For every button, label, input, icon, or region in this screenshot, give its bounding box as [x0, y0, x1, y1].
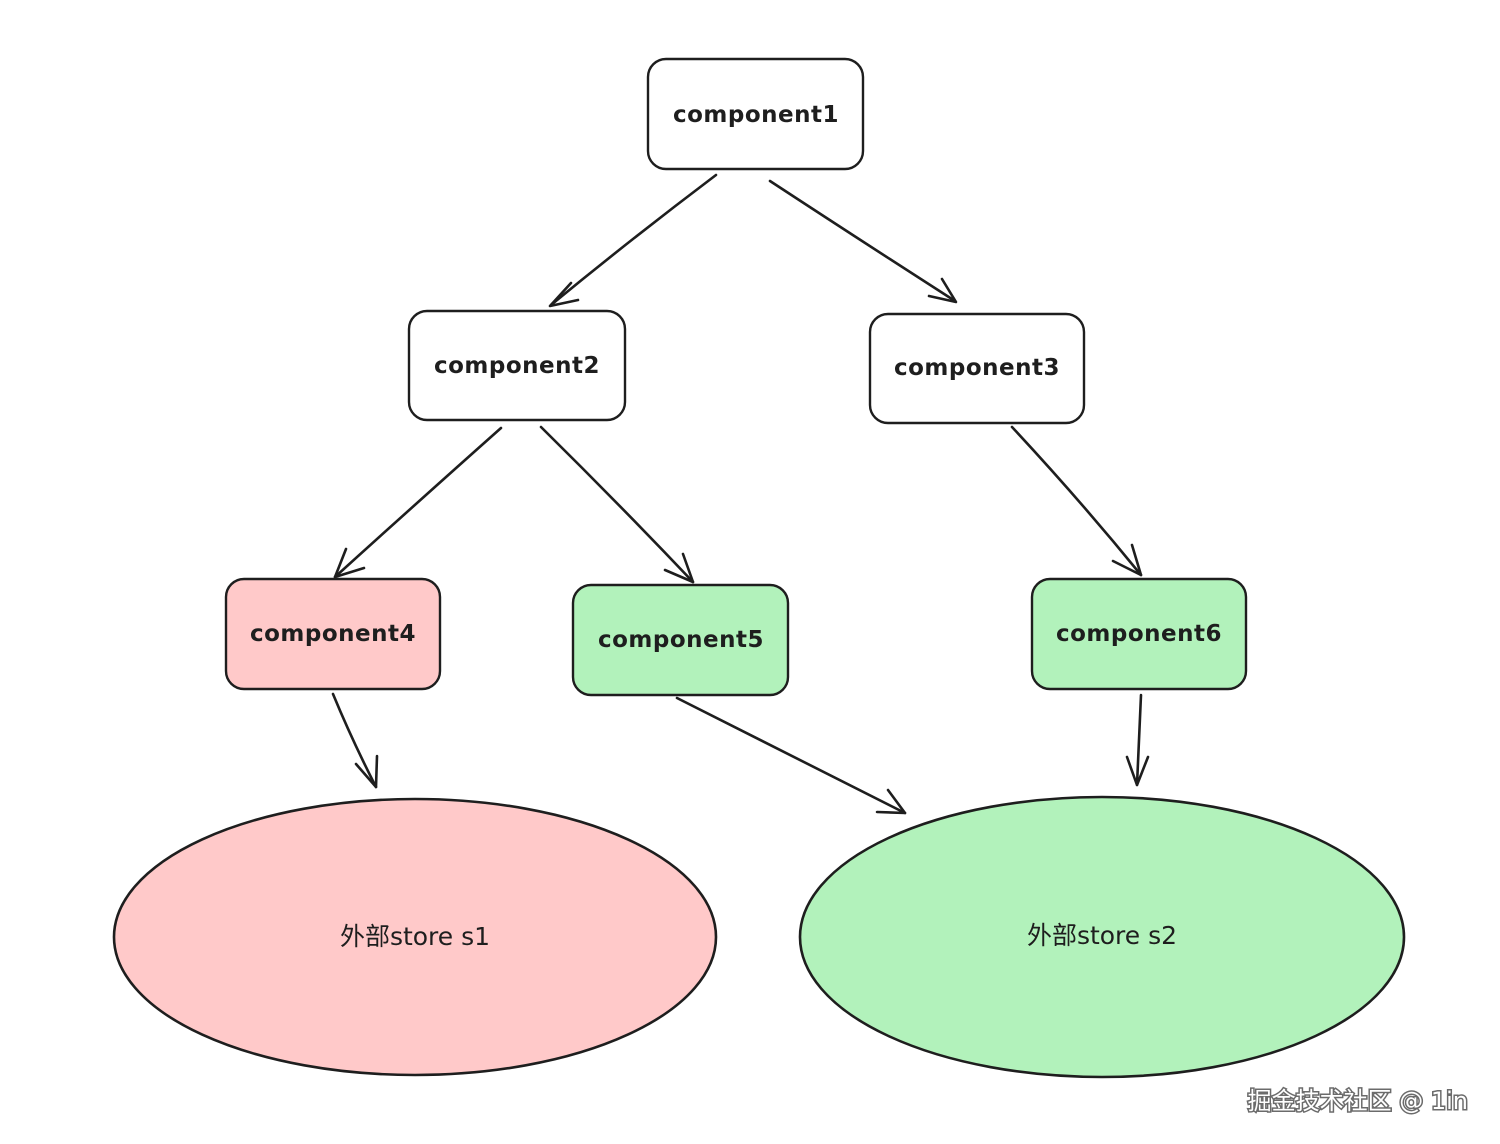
- node-component5-box: [571, 583, 790, 697]
- node-component1-box: [646, 57, 865, 171]
- node-component3-box: [868, 312, 1086, 425]
- node-component1-label: component1: [673, 102, 839, 128]
- edge-c2-c4: [333, 426, 503, 579]
- edges: [331, 173, 1150, 815]
- node-component4-label: component4: [250, 621, 416, 647]
- node-component5: component5: [571, 583, 790, 697]
- edge-c6-s2: [1125, 693, 1150, 787]
- edge-c1-c3: [768, 179, 958, 304]
- store-s1-shape: [112, 797, 718, 1077]
- edge-c4-s1: [331, 692, 379, 789]
- node-component6: component6: [1030, 577, 1248, 691]
- store-s1: 外部store s1: [112, 797, 718, 1077]
- edge-c3-c6: [1010, 425, 1143, 577]
- node-component4: component4: [224, 577, 442, 691]
- node-component6-box: [1030, 577, 1248, 691]
- node-component2-box: [407, 309, 627, 422]
- node-component5-label: component5: [598, 627, 764, 653]
- store-s2: 外部store s2: [798, 795, 1406, 1079]
- store-s2-shape: [798, 795, 1406, 1079]
- node-component2-label: component2: [434, 353, 600, 379]
- store-s2-label: 外部store s2: [1027, 921, 1177, 950]
- node-component3-label: component3: [894, 355, 1060, 381]
- node-component3: component3: [868, 312, 1086, 425]
- node-component6-label: component6: [1056, 621, 1222, 647]
- edge-c1-c2: [548, 173, 718, 308]
- node-component1: component1: [646, 57, 865, 171]
- store-s1-label: 外部store s1: [340, 922, 490, 951]
- edge-c2-c5: [539, 425, 695, 584]
- node-component4-box: [224, 577, 442, 691]
- edge-c5-s2: [675, 696, 907, 815]
- watermark-text: 掘金技术社区 @ 1in: [1248, 1087, 1468, 1115]
- node-component2: component2: [407, 309, 627, 422]
